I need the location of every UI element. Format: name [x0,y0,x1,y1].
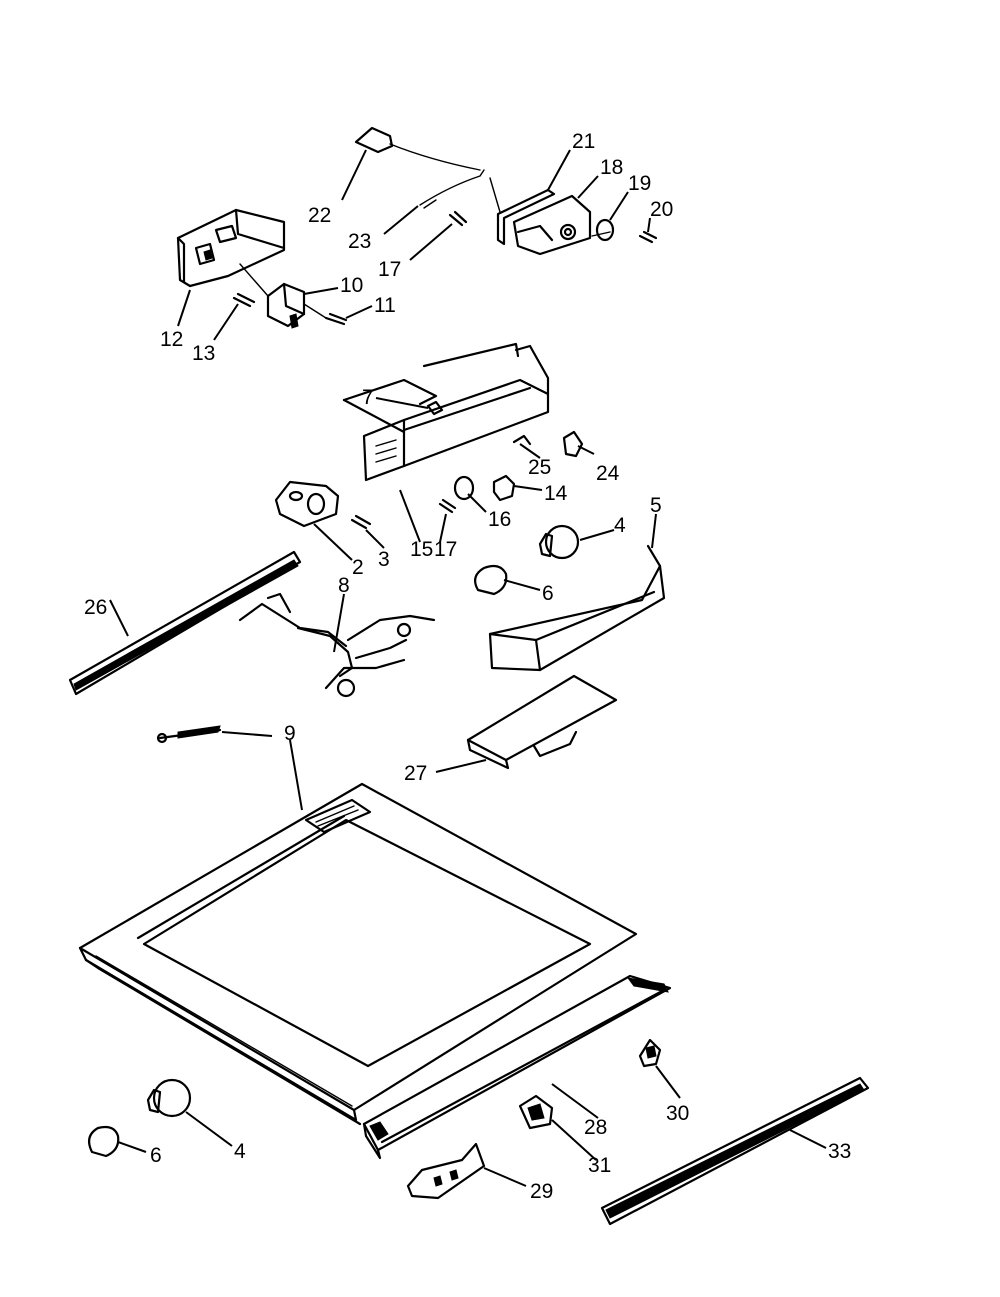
part-17-screw-lower [438,498,457,514]
part-19-knob [595,218,615,242]
part-14-switch [492,474,516,502]
part-17-screw-upper [448,210,468,227]
part-22-sensor-cap [354,126,481,171]
label-8: 8 [338,574,350,597]
label-16: 16 [488,508,511,531]
part-9-screw [156,725,222,744]
part-8-wire-harness [238,592,436,698]
part-23-wire [419,169,485,209]
label-19: 19 [628,172,651,195]
label-22: 22 [308,204,331,227]
part-9-shelf-frame [78,782,638,1126]
label-14: 14 [544,482,568,505]
label-26: 26 [84,596,107,619]
label-29: 29 [530,1180,553,1203]
part-6-shield-upper [473,564,508,596]
label-4-lower: 4 [234,1140,246,1163]
assembly-line [591,231,611,237]
label-3: 3 [378,548,390,571]
label-13: 13 [192,342,215,365]
part-15-panel-housing [362,344,550,482]
part-number-labels: 22 23 17 21 18 19 20 12 13 10 11 7 24 25… [84,130,851,1203]
label-30: 30 [666,1102,689,1125]
label-15: 15 [410,538,433,561]
part-18-control-body [512,194,592,256]
label-17-upper: 17 [378,258,401,281]
part-10-relay [266,282,306,329]
label-6-upper: 6 [542,582,554,605]
label-25: 25 [528,456,551,479]
label-10: 10 [340,274,363,297]
label-6-lower: 6 [150,1144,162,1167]
label-4-upper: 4 [614,514,626,537]
part-33-trim-strip [600,1076,870,1226]
label-23: 23 [348,230,371,253]
part-24-switch [562,430,584,458]
part-3-screw [350,514,372,530]
label-21: 21 [572,130,595,153]
part-16-knob [453,475,475,501]
part-20-screw [638,230,658,244]
label-9: 9 [284,722,296,745]
part-31-bracket [518,1094,554,1130]
part-12-bracket [176,208,286,288]
part-4-bulb-lower [146,1078,192,1118]
label-33: 33 [828,1140,851,1163]
part-25-screw [512,434,532,446]
label-31: 31 [588,1154,611,1177]
part-26-trim-strip [68,550,302,696]
control-panel-outline [342,342,520,434]
leader-lines [109,149,827,1187]
part-27-panel [466,674,618,770]
part-30-clip [638,1038,662,1068]
assembly-line [303,303,327,319]
part-5-housing [488,544,666,672]
part-13-screw [232,292,256,308]
label-5: 5 [650,494,662,517]
label-11: 11 [374,294,396,317]
part-28-front-trim [362,974,672,1160]
label-12: 12 [160,328,183,351]
label-2: 2 [352,556,364,579]
part-29-bracket [406,1142,486,1200]
part-11-screw [324,312,348,326]
label-28: 28 [584,1116,607,1139]
part-6-shield-lower [87,1125,120,1158]
label-18: 18 [600,156,623,179]
label-27: 27 [404,762,427,785]
assembly-line [239,263,269,297]
label-20: 20 [650,198,673,221]
assembly-line [489,177,501,213]
label-7: 7 [362,386,374,409]
label-17-lower: 17 [434,538,457,561]
part-2-light-socket [274,480,340,528]
part-4-bulb-upper [538,524,580,560]
part-7-clip [426,400,444,416]
label-24: 24 [596,462,620,485]
